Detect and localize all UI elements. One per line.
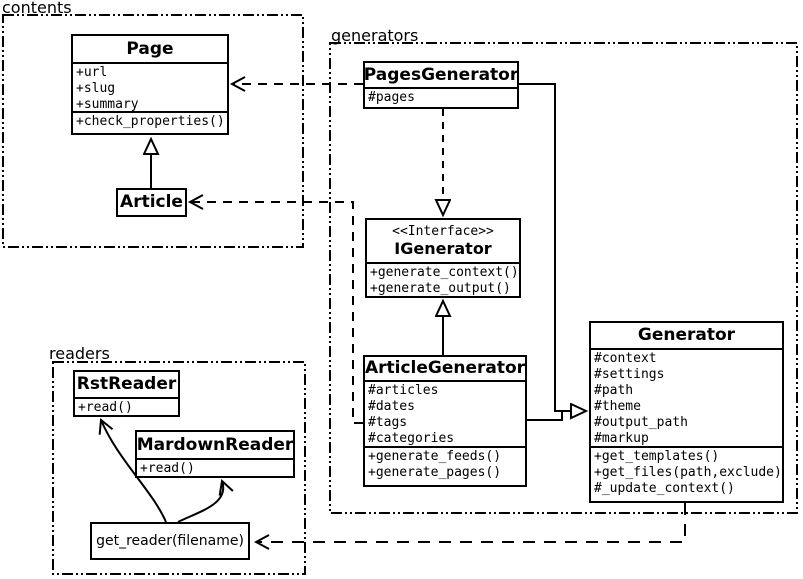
class-page-methods: +check_properties() xyxy=(73,111,227,133)
generalization-pagesgenerator-generator xyxy=(519,83,586,411)
class-articlegenerator-name: ArticleGenerator xyxy=(365,358,525,378)
class-page-attributes: +url+slug+summary xyxy=(73,62,227,111)
class-page-name: Page xyxy=(126,38,174,59)
class-pagesgenerator-name: PagesGenerator xyxy=(365,64,517,85)
package-contents-border xyxy=(2,14,304,248)
class-igenerator-name: <<Interface>> IGenerator xyxy=(392,224,494,258)
class-igenerator-stereotype: <<Interface>> xyxy=(392,224,494,239)
class-igenerator-methods: +generate_context()+generate_output() xyxy=(367,262,519,296)
class-rstreader-name: RstReader xyxy=(76,374,177,394)
arrow-getreader-mardownreader xyxy=(177,479,234,523)
class-articlegenerator-attributes: #articles#dates#tags#categories xyxy=(365,380,525,446)
class-articlegenerator-methods: +generate_feeds()+generate_pages() xyxy=(365,446,525,485)
class-rstreader-methods: +read() xyxy=(75,397,178,415)
class-article: Article xyxy=(116,188,187,217)
package-readers-border xyxy=(52,361,306,575)
class-igenerator: <<Interface>> IGenerator +generate_conte… xyxy=(365,218,521,298)
class-mardownreader-name: MardownReader xyxy=(137,434,293,455)
class-generator-methods: +get_templates()+get_files(path,exclude)… xyxy=(591,446,782,501)
dependency-generator-getreader xyxy=(253,503,686,550)
class-page: Page +url+slug+summary +check_properties… xyxy=(71,34,229,135)
class-articlegenerator: ArticleGenerator #articles#dates#tags#ca… xyxy=(363,355,527,487)
class-article-name: Article xyxy=(120,192,183,212)
class-pagesgenerator: PagesGenerator #pages xyxy=(363,61,519,109)
package-label-generators: generators xyxy=(331,26,419,45)
class-generator-name: Generator xyxy=(637,325,736,345)
generalization-articlegenerator-generator xyxy=(527,412,563,421)
class-pagesgenerator-attributes: #pages xyxy=(365,87,517,107)
package-generators-border xyxy=(329,42,798,514)
arrow-getreader-rstreader xyxy=(98,418,167,523)
class-generator-attributes: #context#settings#path#theme#output_path… xyxy=(591,348,782,446)
getreader-label: get_reader(filename) xyxy=(96,533,244,549)
dependency-articlegenerator-article xyxy=(187,194,363,424)
class-generator: Generator #context#settings#path#theme#o… xyxy=(589,321,784,503)
package-label-contents: contents xyxy=(2,0,72,17)
class-mardownreader-methods: +read() xyxy=(137,458,293,476)
package-label-readers: readers xyxy=(49,344,110,363)
class-rstreader: RstReader +read() xyxy=(73,370,180,417)
class-mardownreader: MardownReader +read() xyxy=(135,430,295,478)
getreader-box: get_reader(filename) xyxy=(90,522,250,560)
